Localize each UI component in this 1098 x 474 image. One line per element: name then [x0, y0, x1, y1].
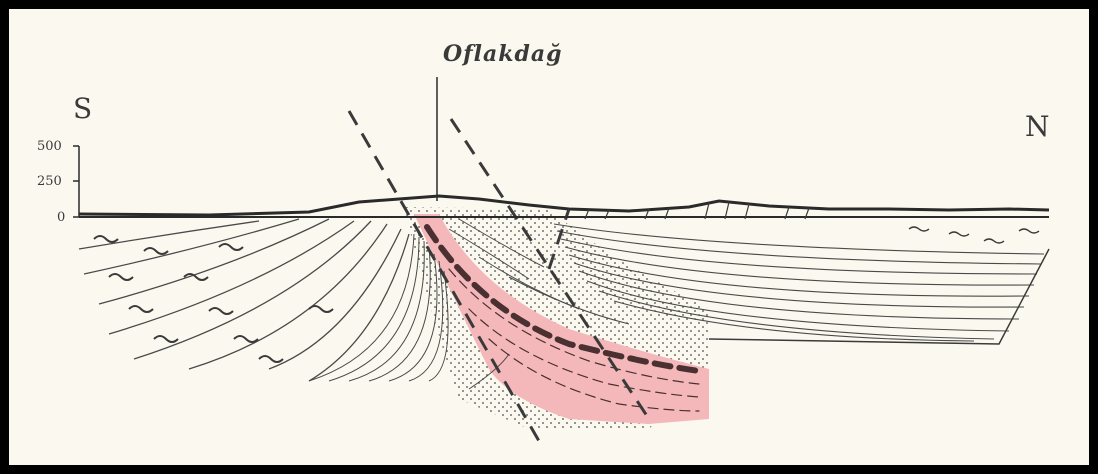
geological-cross-section	[9, 9, 1089, 465]
north-direction-label: N	[1025, 113, 1050, 141]
folded-strata-left	[79, 219, 409, 381]
mountain-name-label: Oflakdağ	[443, 43, 563, 65]
topographic-profile	[79, 196, 1049, 215]
schist-symbols	[94, 236, 333, 362]
vertical-scale-bar	[73, 146, 79, 217]
scale-tick-0: 0	[57, 211, 65, 224]
cross-section-frame: Oflakdağ S N 500 250 0	[9, 9, 1089, 465]
scale-tick-500: 500	[37, 140, 62, 153]
south-direction-label: S	[73, 95, 92, 123]
scale-tick-250: 250	[37, 175, 62, 188]
schist-symbols-right	[909, 227, 1039, 243]
